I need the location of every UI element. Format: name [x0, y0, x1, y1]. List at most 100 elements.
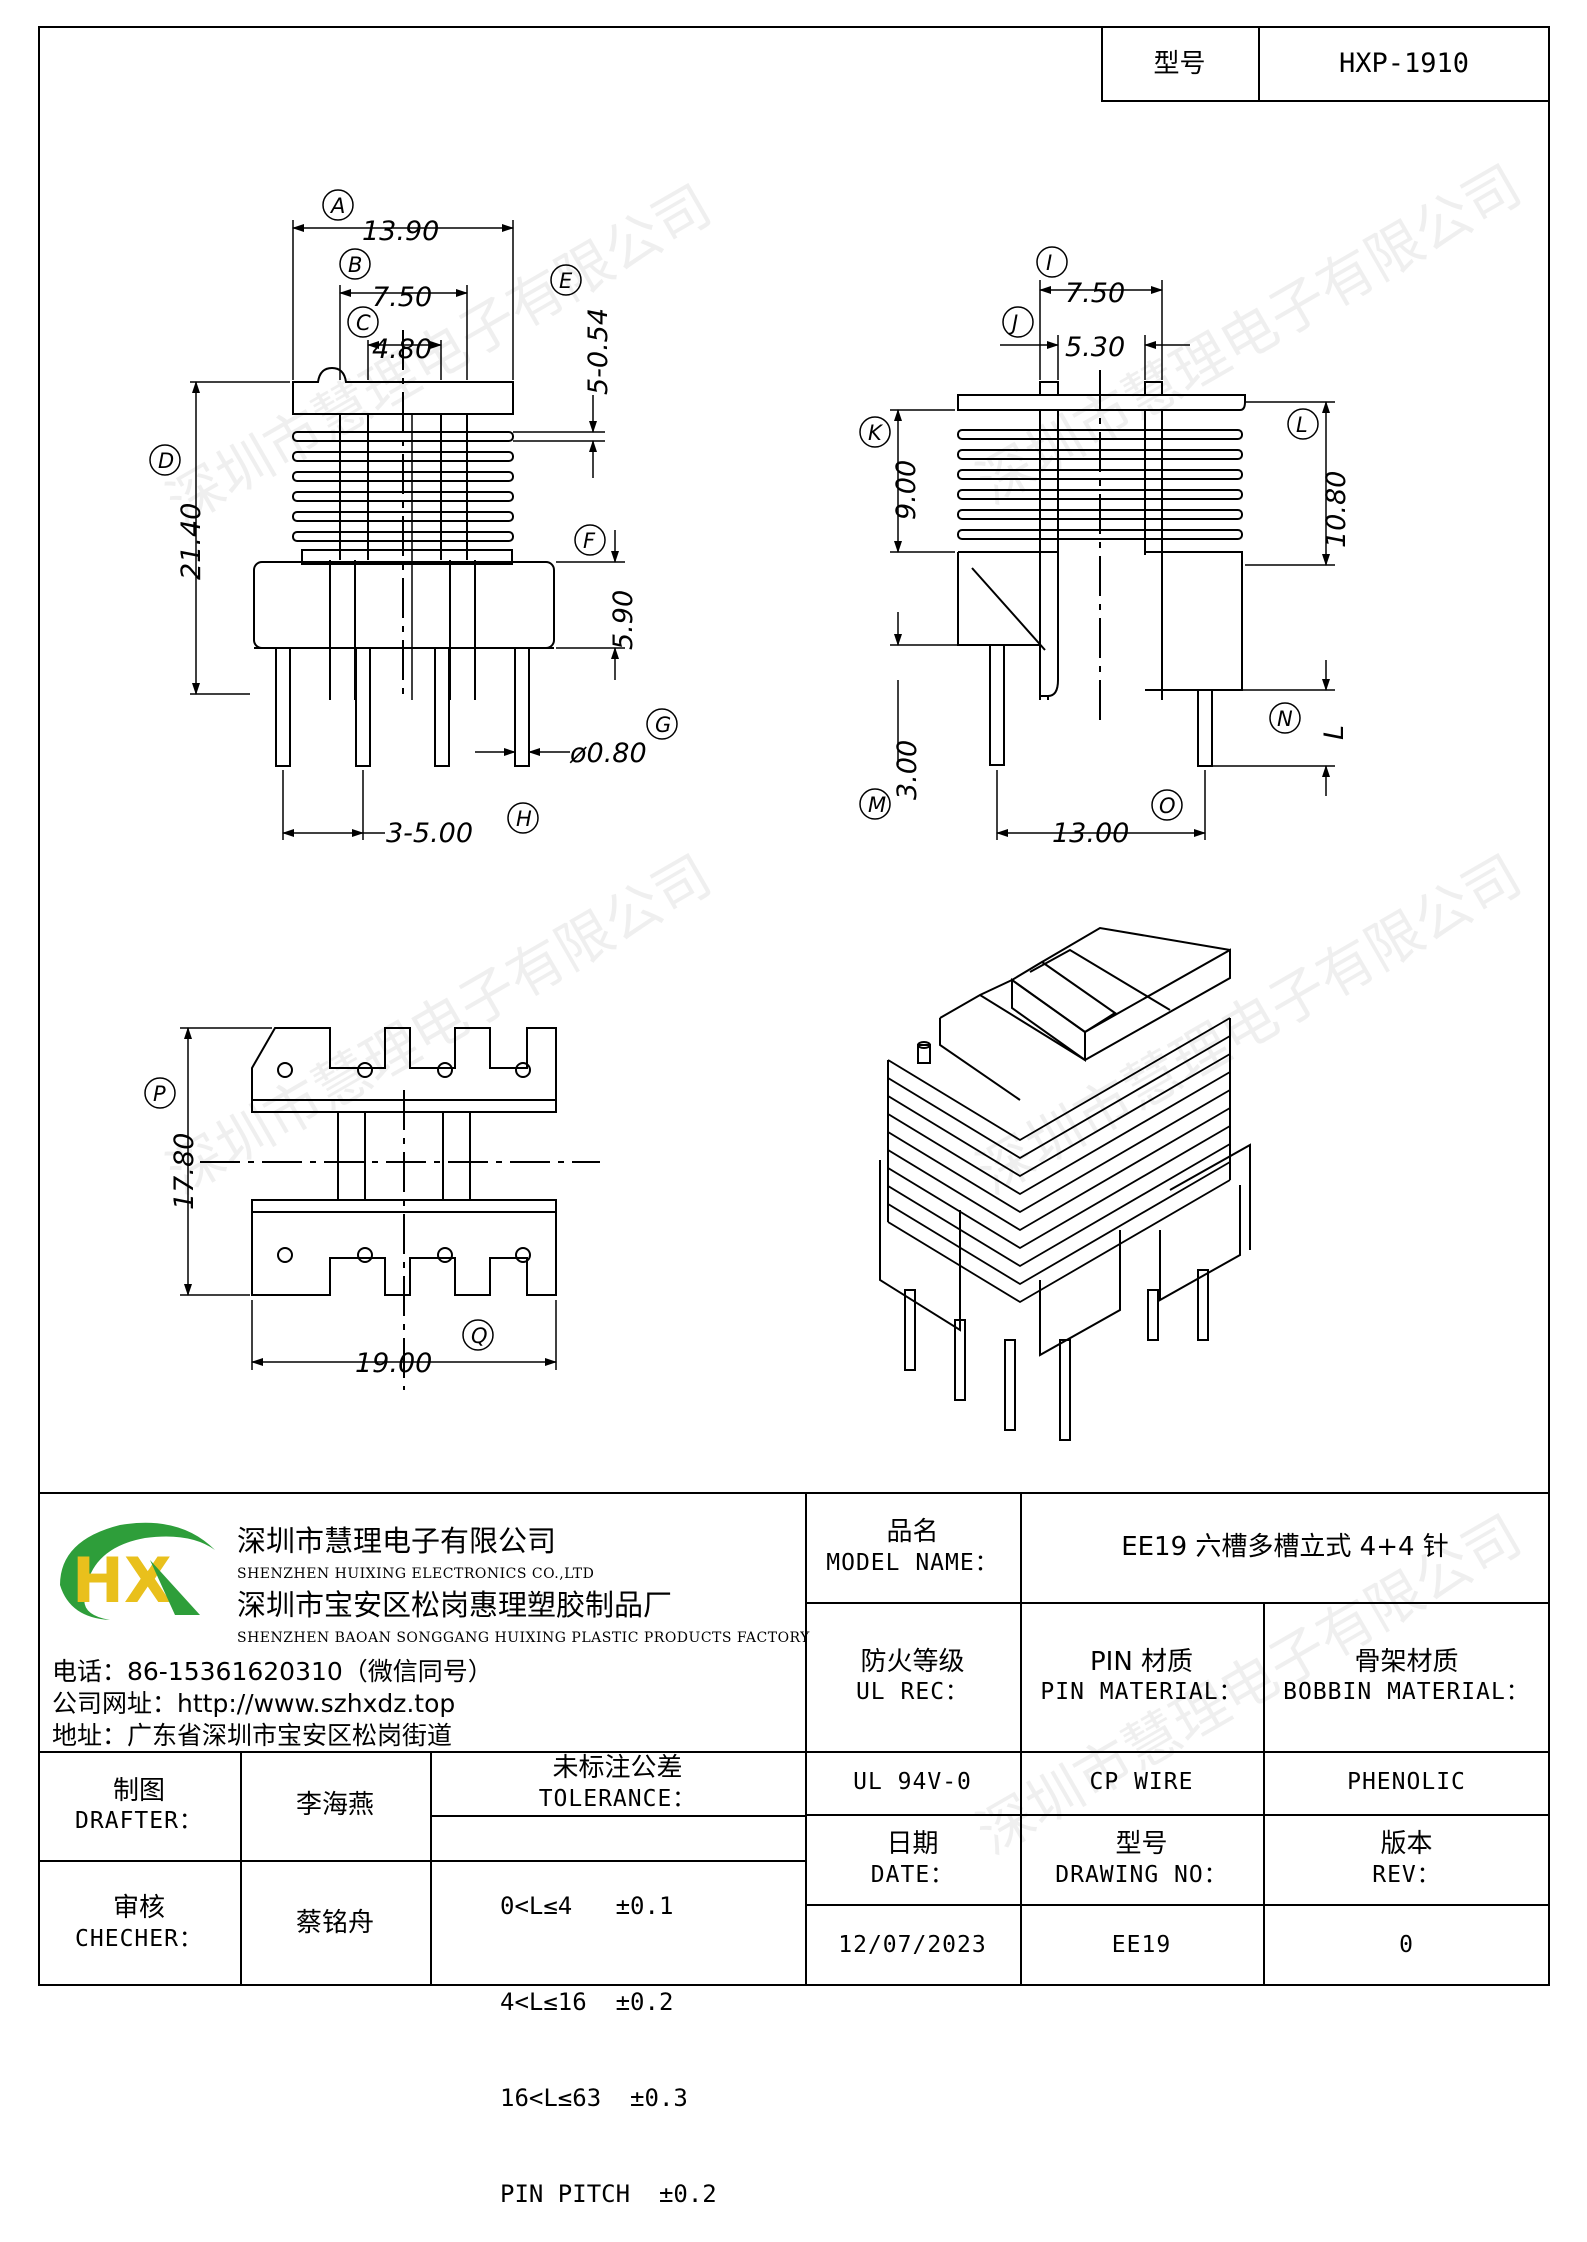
dim-label-Q: Q [471, 1324, 488, 1348]
date-value: 12/07/2023 [838, 1931, 987, 1958]
dim-value-L: 10.80 [1321, 471, 1352, 548]
titleblock-divider [1263, 1602, 1265, 1986]
titleblock-top-line [38, 1492, 1550, 1494]
dim-label-K: K [868, 421, 884, 445]
front-dimensions [149, 189, 678, 840]
pin-material-value: CP WIRE [1089, 1769, 1194, 1796]
dim-label-O: O [1159, 794, 1176, 818]
date-label: 日期 DATE： [805, 1814, 1020, 1904]
titleblock-row-line [38, 1751, 1550, 1753]
dim-label-G: G [655, 713, 671, 737]
checker-en: CHECHER： [75, 1925, 203, 1952]
dim-label-M: M [868, 793, 886, 817]
model-name-label: 品名 MODEL NAME： [805, 1492, 1020, 1602]
company-name-cn: 深圳市慧理电子有限公司 [237, 1524, 557, 1558]
pin-material-label: PIN 材质 PIN MATERIAL： [1020, 1602, 1263, 1751]
checker-label: 审核 CHECHER： [38, 1860, 240, 1986]
company-address: 地址：广东省深圳市宝安区松岗街道 [52, 1721, 453, 1750]
pin-material-cn: PIN 材质 [1089, 1646, 1194, 1677]
drafter-en: DRAFTER： [75, 1808, 203, 1835]
checker-cn: 审核 [112, 1893, 165, 1924]
bobbin-material-label: 骨架材质 BOBBIN MATERIAL： [1263, 1602, 1550, 1751]
factory-name-cn: 深圳市宝安区松岗惠理塑胶制品厂 [237, 1588, 673, 1622]
company-website[interactable]: 公司网址：http://www.szhxdz.top [52, 1689, 456, 1718]
model-value: HXP-1910 [1338, 48, 1470, 80]
rev-en: REV： [1372, 1861, 1441, 1888]
tolerance-label: 未标注公差 TOLERANCE： [430, 1751, 805, 1815]
drawing-no-value: EE19 [1111, 1931, 1172, 1958]
titleblock-divider [240, 1751, 242, 1986]
ul-rec-cn: 防火等级 [860, 1646, 965, 1677]
tolerance-row: 16<L≤63 ±0.3 [500, 2084, 688, 2112]
dim-label-P: P [153, 1082, 166, 1106]
tolerance-list: 0<L≤4 ±0.1 4<L≤16 ±0.2 16<L≤63 ±0.3 PIN … [500, 1826, 717, 2242]
titleblock-row-line [38, 1860, 805, 1862]
dim-value-K: 9.00 [891, 460, 922, 520]
dim-label-I: I [1046, 251, 1052, 275]
dim-label-B: B [348, 253, 362, 277]
dim-value-N: L [1319, 725, 1350, 740]
dim-value-O: 13.00 [1052, 818, 1129, 849]
drawing-no-en: DRAWING NO： [1055, 1861, 1228, 1888]
pin-material-en: PIN MATERIAL： [1040, 1679, 1243, 1706]
tolerance-row: PIN PITCH ±0.2 [500, 2180, 717, 2208]
bottom-view [200, 1027, 600, 1390]
dim-label-N: N [1277, 707, 1293, 731]
company-name-en: SHENZHEN HUIXING ELECTRONICS CO.,LTD [237, 1566, 595, 1582]
tolerance-en: TOLERANCE： [538, 1785, 697, 1812]
drafter-cn: 制图 [112, 1775, 165, 1806]
tolerance-row: 0<L≤4 ±0.1 [500, 1892, 674, 1920]
company-phone: 电话：86-15361620310（微信同号） [52, 1657, 493, 1686]
ul-rec-value: UL 94V-0 [853, 1769, 972, 1796]
drawing-no-cn: 型号 [1115, 1829, 1168, 1860]
rev-cn: 版本 [1380, 1829, 1433, 1860]
dim-value-G: ø0.80 [569, 738, 647, 769]
isometric-view [879, 926, 1251, 1441]
model-label: 型号 [1153, 48, 1206, 79]
dim-label-L: L [1296, 413, 1308, 437]
dim-value-Q: 19.00 [355, 1348, 432, 1379]
titleblock-row-line [805, 1814, 1550, 1816]
company-logo: HX [60, 1522, 215, 1620]
technical-drawing: A 13.90 B 7.50 C 4.80 D 21.40 E 5-0.54 F… [144, 189, 1352, 1441]
titleblock-divider [430, 1751, 432, 1986]
header-divider [1258, 26, 1260, 102]
bobbin-material-en: BOBBIN MATERIAL： [1283, 1679, 1530, 1706]
drafter-value: 李海燕 [295, 1790, 374, 1821]
dim-value-E: 5-0.54 [583, 308, 614, 395]
date-cn: 日期 [886, 1829, 939, 1860]
rev-label: 版本 REV： [1263, 1814, 1550, 1904]
bottom-dimensions [144, 1027, 557, 1370]
dim-value-J: 5.30 [1065, 332, 1125, 363]
bobbin-material-cn: 骨架材质 [1354, 1646, 1459, 1677]
dim-value-B: 7.50 [372, 282, 432, 313]
dim-value-I: 7.50 [1065, 278, 1125, 309]
dim-value-C: 4.80 [372, 334, 432, 365]
titleblock-row-line [805, 1602, 1550, 1604]
dimension-labels: A 13.90 B 7.50 C 4.80 D 21.40 E 5-0.54 F… [153, 194, 1352, 1379]
logo-letters: HX [72, 1544, 172, 1617]
tolerance-row: 4<L≤16 ±0.2 [500, 1988, 674, 2016]
dim-value-D: 21.40 [176, 503, 207, 580]
dim-value-F: 5.90 [608, 590, 639, 650]
date-en: DATE： [870, 1861, 955, 1888]
ul-rec-label: 防火等级 UL REC： [805, 1602, 1020, 1751]
dim-label-F: F [583, 529, 596, 553]
dim-value-M: 3.00 [892, 740, 923, 800]
titleblock-row-line [805, 1904, 1550, 1906]
dim-value-P: 17.80 [169, 1133, 200, 1210]
titleblock-row-line [430, 1815, 805, 1817]
factory-name-en: SHENZHEN BAOAN SONGGANG HUIXING PLASTIC … [237, 1630, 810, 1646]
drawing-frame [38, 26, 1550, 1986]
dim-label-E: E [559, 269, 573, 293]
ul-rec-en: UL REC： [855, 1679, 970, 1706]
model-name-cn: 品名 [886, 1517, 939, 1548]
checker-value: 蔡铭舟 [295, 1907, 374, 1938]
dim-label-C: C [356, 311, 371, 335]
side-dimensions [859, 246, 1335, 840]
drafter-label: 制图 DRAFTER： [38, 1751, 240, 1860]
rev-value: 0 [1399, 1931, 1414, 1958]
dim-value-H: 3-5.00 [386, 818, 473, 849]
front-view [253, 330, 555, 767]
dim-label-A: A [329, 194, 345, 218]
